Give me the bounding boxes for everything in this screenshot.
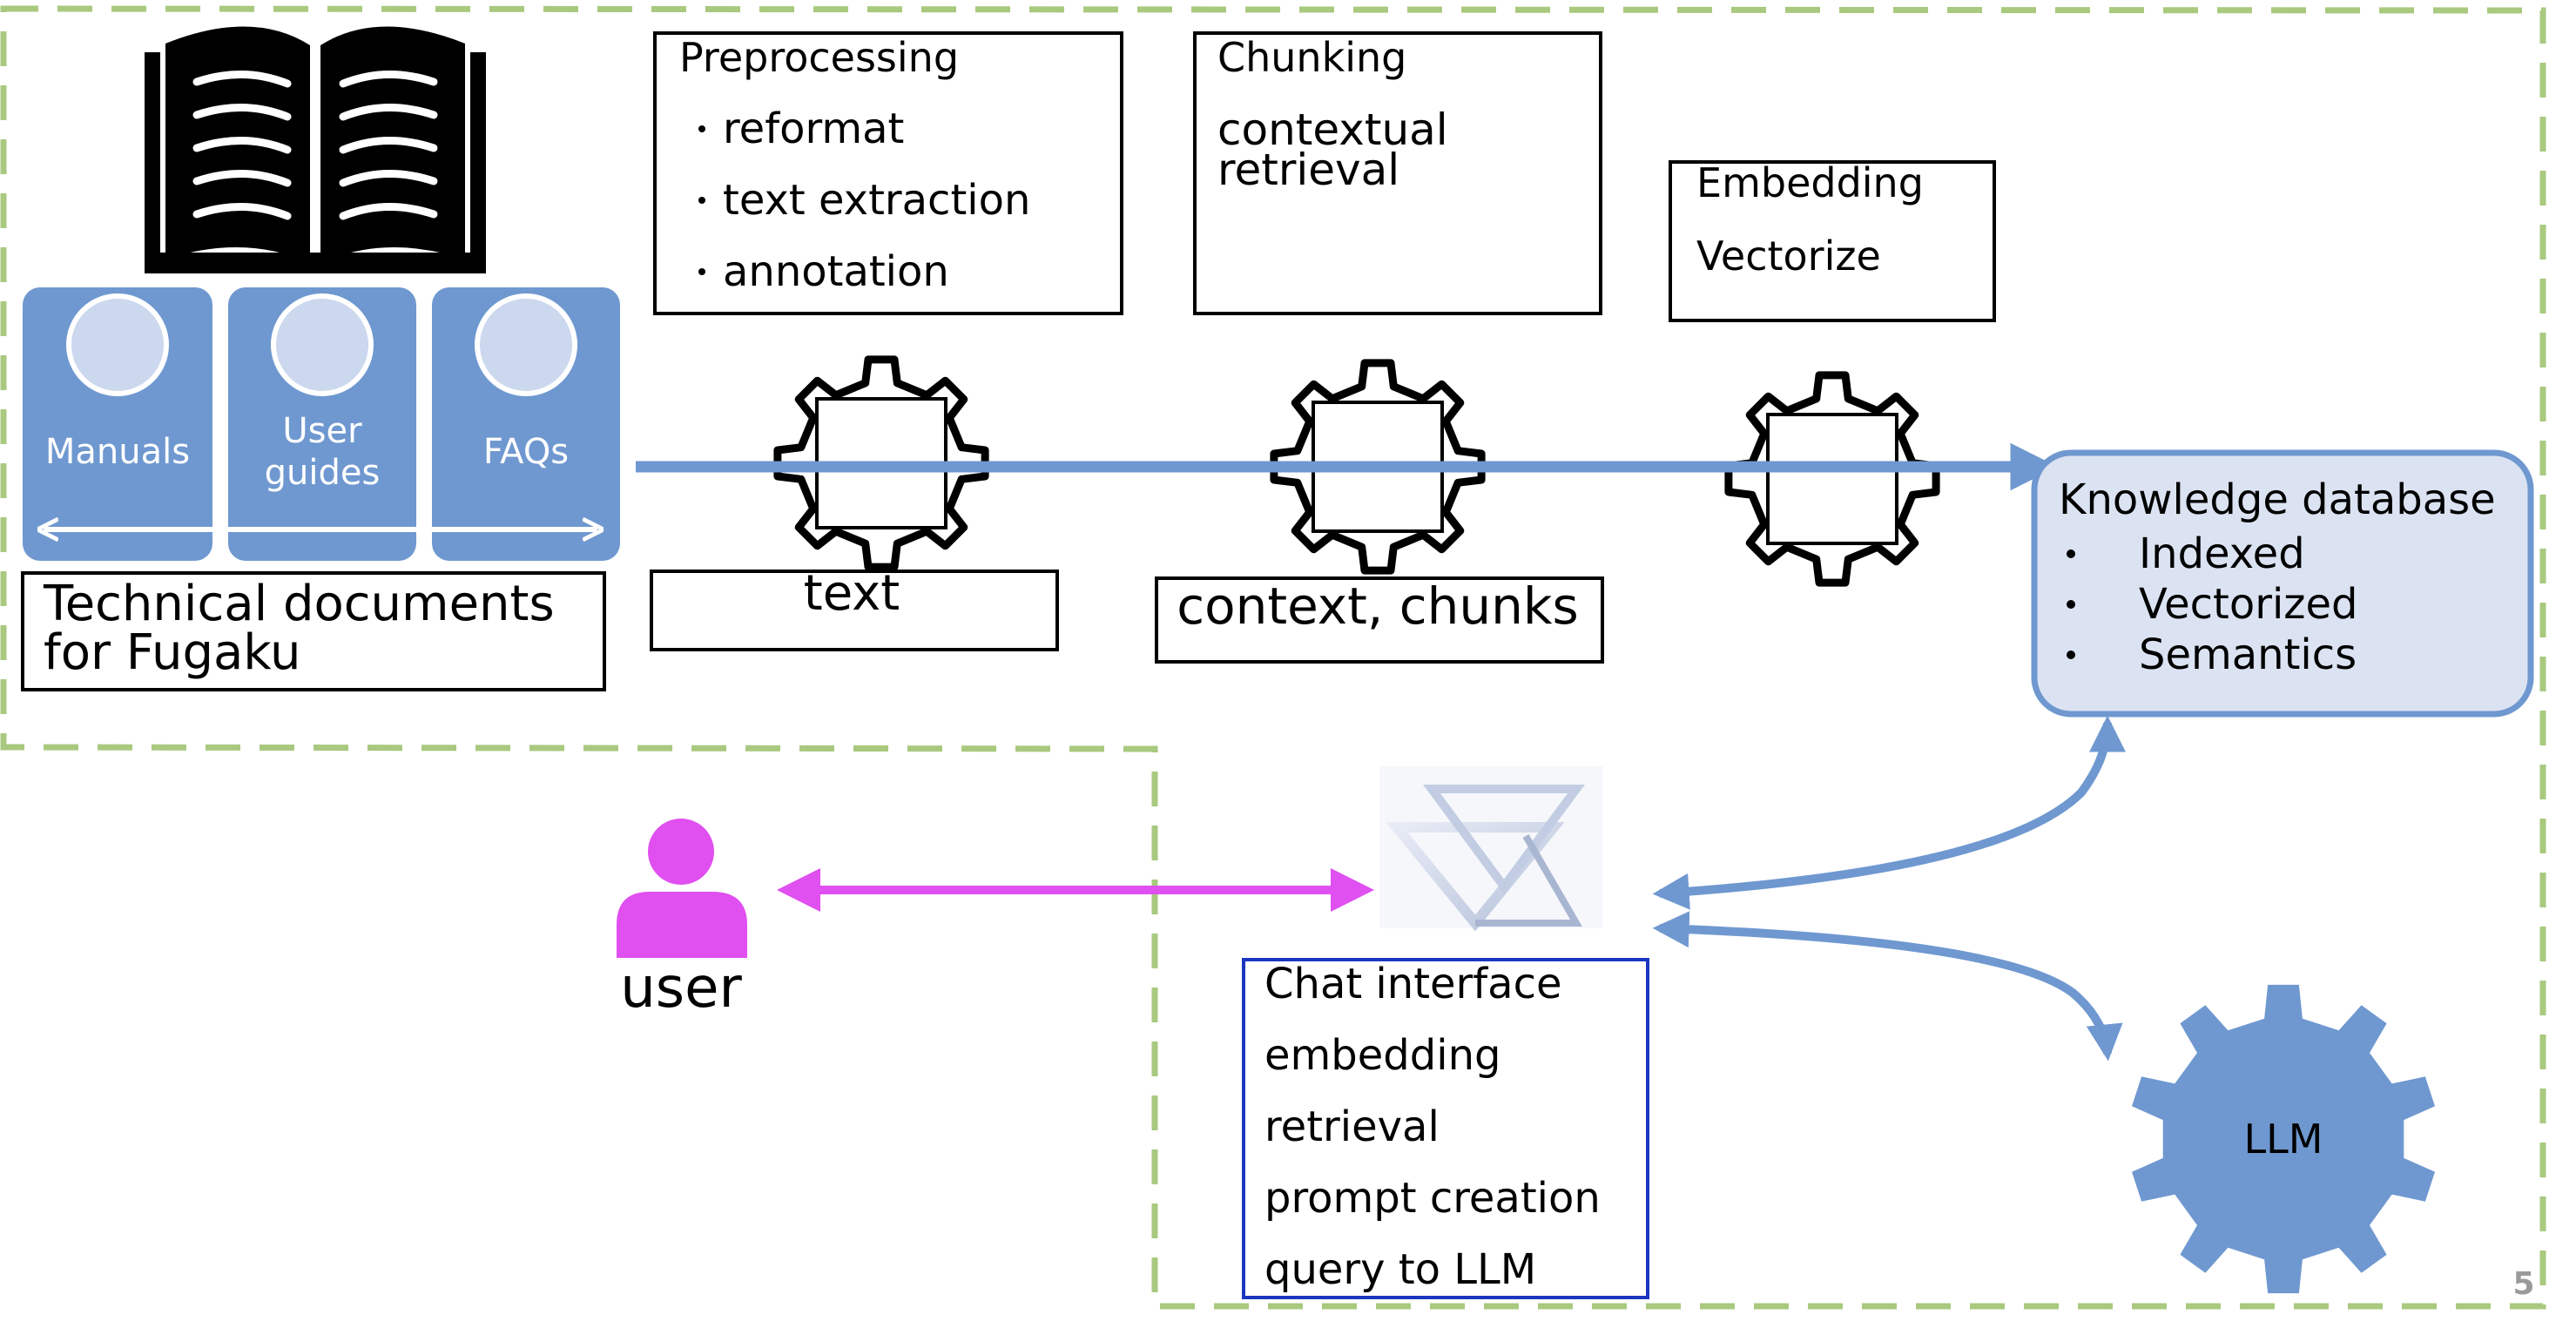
chunking-title: Chunking (1217, 34, 1406, 81)
preprocessing-list: reformat text extraction annotation (698, 104, 1030, 296)
knowledge-database (2031, 449, 2534, 718)
list-bullet (2067, 549, 2075, 558)
preprocessing-title: Preprocessing (679, 34, 959, 81)
doc-panel-manuals: Manuals (23, 287, 212, 561)
embedding-title: Embedding (1696, 159, 1924, 206)
chat-interface-item: query to LLM (1264, 1245, 1536, 1294)
user-label: user (620, 956, 742, 1021)
knowledge-database-item: Vectorized (2139, 580, 2357, 629)
llm-gear-icon (2132, 984, 2435, 1294)
preprocessing-item: text extraction (723, 176, 1030, 225)
chat-interface-item: retrieval (1264, 1102, 1440, 1151)
knowledge-database-item: Semantics (2139, 630, 2357, 679)
chat-interface-item: prompt creation (1264, 1174, 1601, 1223)
preprocessing-item: reformat (723, 104, 904, 153)
chat-logo-icon (1379, 766, 1602, 932)
source-caption-box (21, 571, 606, 691)
page-number: 5 (2512, 1266, 2534, 1302)
embedding-item: Vectorize (1696, 233, 1881, 280)
chat-interface-item: embedding (1264, 1031, 1500, 1080)
doc-label-faqs: FAQs (483, 432, 569, 472)
embedding-box (1669, 160, 1996, 322)
list-bullet (698, 197, 705, 204)
gear-icon (1724, 371, 1940, 587)
user-icon (617, 819, 747, 958)
doc-panel-faqs: FAQs (432, 287, 620, 561)
chat-knowledge-arrow (1652, 715, 2126, 910)
text-output-box (650, 570, 1059, 651)
chat-interface-list: Chat interface embedding retrieval prompt c… (1264, 960, 1601, 1294)
list-bullet (698, 268, 705, 275)
chunks-output-label: context, chunks (1177, 576, 1578, 636)
doc-label-manuals: Manuals (45, 432, 190, 472)
llm-label: LLM (2244, 1116, 2323, 1163)
preprocessing-box (653, 31, 1123, 315)
chat-interface-item: Chat interface (1264, 960, 1562, 1008)
gear-inner-square (1766, 413, 1898, 545)
chat-interface-box (1242, 958, 1649, 1299)
preprocessing-item: annotation (723, 247, 949, 296)
knowledge-database-title: Knowledge database (2059, 475, 2496, 524)
chunking-box (1193, 31, 1602, 315)
doc-circle-icon (475, 293, 577, 396)
doc-circle-icon (271, 293, 374, 396)
list-bullet (2067, 651, 2075, 659)
chunks-output-box (1155, 576, 1604, 664)
text-output-label: text (804, 565, 900, 622)
list-bullet (698, 125, 705, 132)
book-icon (145, 26, 486, 273)
knowledge-database-item: Indexed (2139, 529, 2305, 578)
doc-circle-icon (66, 293, 169, 396)
list-bullet (2067, 600, 2075, 609)
ingestion-region-border (0, 5, 2546, 1310)
chat-llm-arrow (1652, 911, 2123, 1062)
